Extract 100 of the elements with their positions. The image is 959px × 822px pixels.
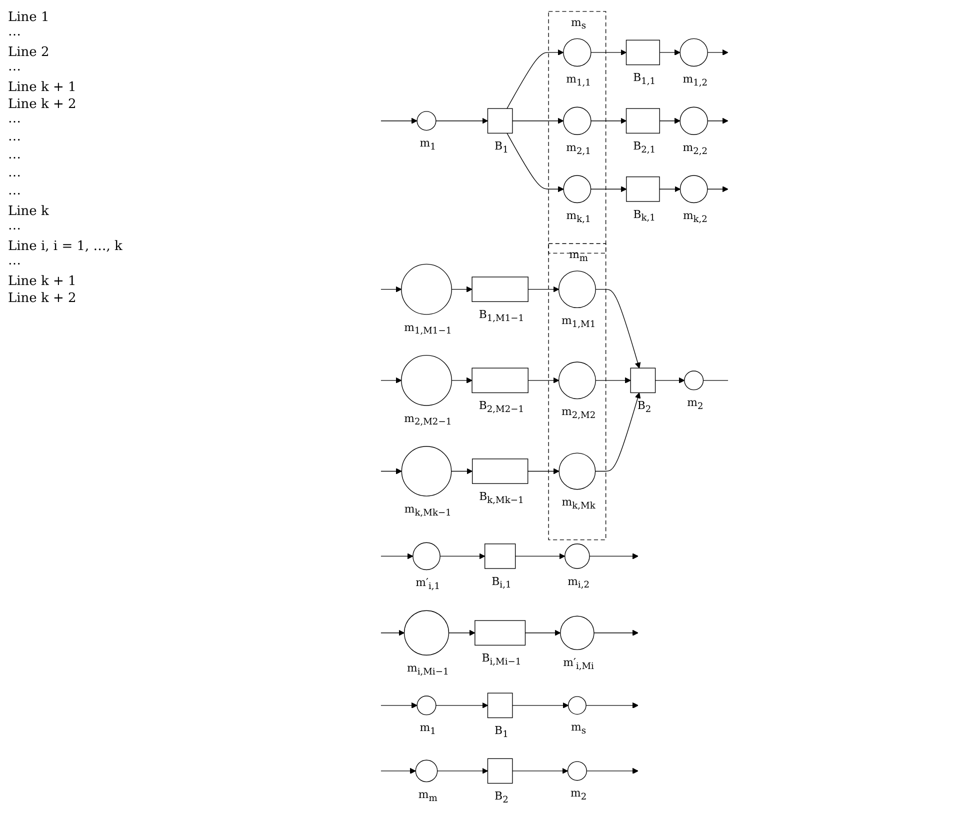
text-label: ⋯ bbox=[8, 62, 22, 78]
arrow bbox=[437, 768, 488, 774]
node-circle bbox=[558, 270, 596, 308]
node-label: m$_{2}$ bbox=[687, 396, 704, 412]
text-label: ⋯ bbox=[8, 114, 22, 130]
node-label: B$_{1,1}$ bbox=[633, 70, 656, 87]
text-label: ⋯ bbox=[8, 256, 22, 272]
node-circle bbox=[558, 452, 596, 490]
node-circle bbox=[401, 264, 452, 315]
node-label: B$_{k,1}$ bbox=[633, 208, 656, 224]
arrow bbox=[659, 118, 680, 124]
node-circle bbox=[415, 760, 438, 782]
arrow bbox=[380, 118, 418, 124]
node-circle bbox=[560, 616, 594, 650]
node-circle bbox=[404, 610, 450, 656]
node-box bbox=[472, 276, 528, 302]
text-label: ⋯ bbox=[8, 186, 22, 202]
arrow bbox=[380, 468, 402, 474]
node-box bbox=[474, 620, 526, 646]
arrow bbox=[506, 49, 564, 109]
arrow bbox=[590, 186, 627, 192]
arrow bbox=[440, 553, 486, 560]
node-circle bbox=[401, 354, 452, 406]
arrow bbox=[380, 377, 402, 384]
arrow bbox=[380, 768, 416, 774]
arrow bbox=[707, 186, 728, 192]
node-label: m′$_{i,Mi}$ bbox=[563, 656, 594, 672]
text-label: ⋯ bbox=[8, 150, 22, 166]
node-circle bbox=[412, 542, 440, 570]
node-label: m$_{i,2}$ bbox=[568, 574, 590, 590]
node-circle bbox=[680, 175, 708, 204]
node-circle bbox=[558, 362, 596, 400]
arrow bbox=[448, 630, 476, 636]
node-box bbox=[626, 108, 660, 134]
node-label: m$_{2,1}$ bbox=[566, 140, 591, 157]
text-label: Line k + 2 bbox=[8, 291, 78, 306]
text-label: Line k + 1 bbox=[8, 80, 78, 95]
text-label: Line 1 bbox=[8, 10, 50, 25]
arrow bbox=[451, 468, 473, 474]
text-label: Line 2 bbox=[8, 45, 50, 60]
node-label: B$_{i,Mi−1}$ bbox=[482, 651, 522, 668]
node-circle bbox=[563, 106, 592, 135]
node-circle bbox=[401, 446, 452, 496]
arrow bbox=[589, 553, 638, 560]
arrow bbox=[594, 392, 641, 472]
arrow bbox=[512, 768, 568, 774]
arrow bbox=[380, 553, 414, 560]
text-label: ⋯ bbox=[8, 221, 22, 237]
node-box bbox=[472, 458, 528, 484]
text-label: ⋯ bbox=[8, 168, 22, 184]
arrow bbox=[380, 630, 405, 636]
arrow bbox=[436, 702, 488, 708]
node-box bbox=[630, 368, 656, 394]
node-label: B$_{k,Mk−1}$ bbox=[479, 490, 524, 506]
arrow bbox=[380, 286, 402, 292]
node-label: m$_{k,2}$ bbox=[682, 208, 708, 225]
text-label: ⋯ bbox=[8, 27, 22, 43]
node-label: m$_{2,2}$ bbox=[682, 140, 708, 157]
arrow bbox=[528, 468, 560, 474]
arrow bbox=[515, 553, 566, 560]
node-label: m$_{1,1}$ bbox=[566, 72, 591, 88]
arrow bbox=[436, 118, 488, 124]
arrow bbox=[506, 132, 564, 192]
arrow bbox=[707, 49, 728, 56]
node-label: m$_{k,1}$ bbox=[566, 208, 591, 225]
node-label: m$_{1}$ bbox=[420, 720, 436, 737]
node-box bbox=[626, 176, 660, 202]
arrow bbox=[595, 288, 641, 368]
node-box bbox=[487, 758, 513, 784]
node-label: m$_{2,M2−1}$ bbox=[404, 412, 452, 428]
node-box bbox=[487, 692, 513, 718]
arrow bbox=[590, 118, 627, 124]
node-label: B$_{1}$ bbox=[494, 139, 508, 156]
node-label: B$_{1,M1−1}$ bbox=[478, 308, 524, 324]
node-label: B$_{1}$ bbox=[494, 724, 508, 740]
node-circle bbox=[416, 696, 436, 716]
node-label: m$_{i,Mi−1}$ bbox=[407, 661, 449, 678]
node-circle bbox=[568, 696, 586, 715]
node-label: m$_{k,Mk−1}$ bbox=[404, 502, 452, 518]
text-label: ⋯ bbox=[8, 132, 22, 148]
node-label: m$_{m}$ bbox=[418, 788, 438, 804]
arrow bbox=[707, 118, 728, 124]
arrow bbox=[512, 702, 569, 708]
arrow bbox=[451, 377, 472, 384]
node-circle bbox=[563, 38, 592, 67]
arrow bbox=[380, 702, 418, 708]
node-box bbox=[484, 544, 516, 569]
node-box bbox=[626, 40, 660, 66]
node-circle bbox=[563, 175, 592, 204]
text-label: Line k + 1 bbox=[8, 274, 78, 289]
node-label: B$_{2,M2−1}$ bbox=[478, 398, 524, 415]
node-circle bbox=[680, 38, 708, 67]
node-label: B$_{2,1}$ bbox=[633, 139, 656, 156]
arrow bbox=[659, 186, 680, 192]
node-label: m$_{2}$ bbox=[570, 786, 587, 802]
node-label: B$_{2}$ bbox=[494, 789, 508, 806]
node-label: B$_{2}$ bbox=[637, 398, 652, 415]
node-box bbox=[472, 368, 528, 394]
node-circle bbox=[680, 106, 708, 135]
text-label: Line k bbox=[8, 204, 50, 219]
